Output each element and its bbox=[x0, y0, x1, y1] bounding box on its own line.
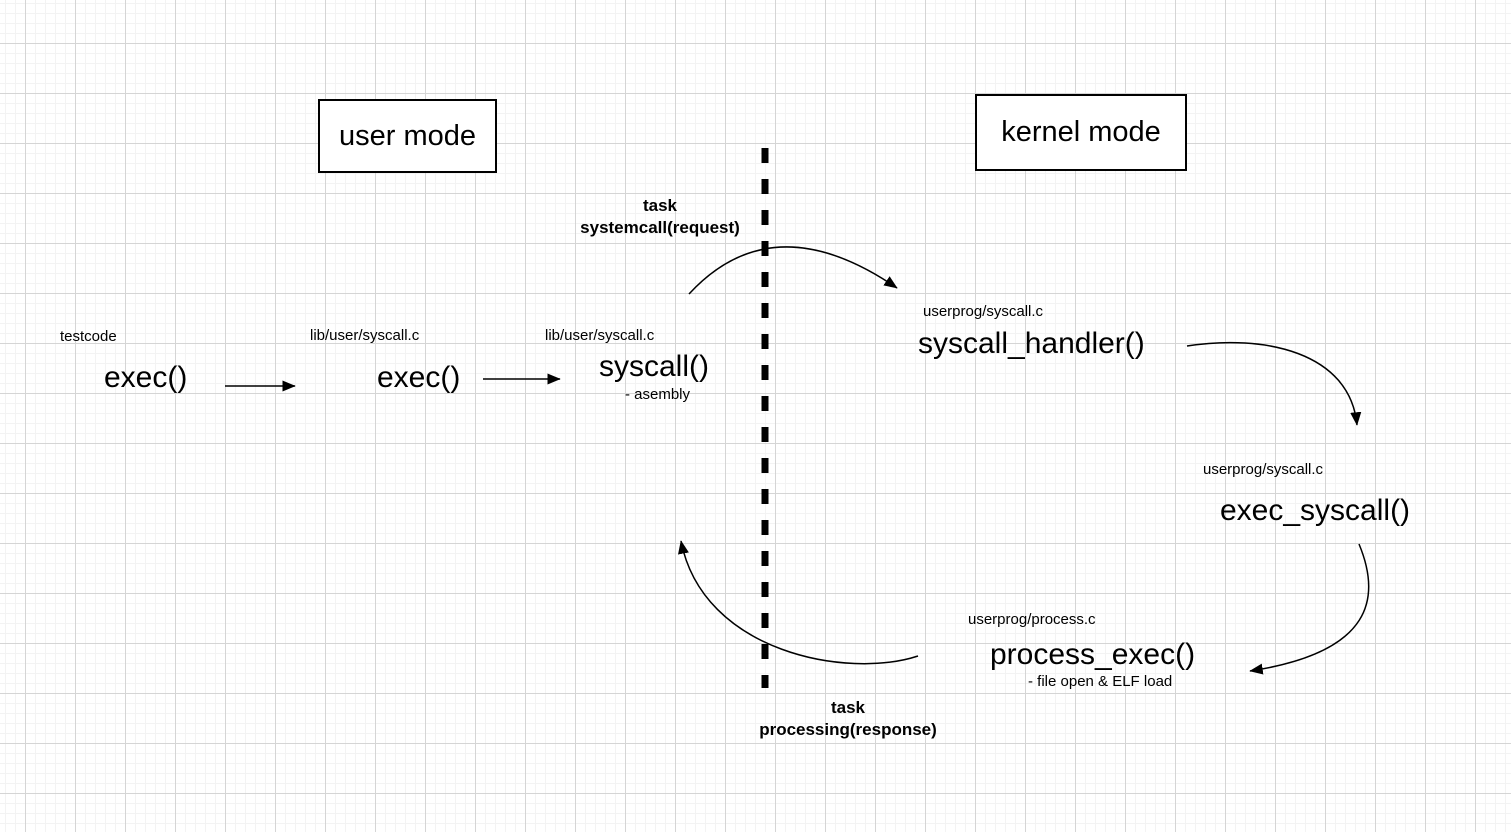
function-exec-lib: exec() bbox=[377, 361, 461, 394]
arrow-handler-to-exec-syscall bbox=[1186, 341, 1362, 426]
file-label-userprog-syscall-1: userprog/syscall.c bbox=[923, 303, 1044, 320]
function-process-exec: process_exec() bbox=[990, 638, 1196, 671]
arrow-process-exec-return bbox=[678, 540, 919, 665]
user-mode-box: user mode bbox=[318, 99, 497, 173]
file-label-testcode: testcode bbox=[60, 328, 117, 345]
arrow-syscall-to-handler bbox=[688, 246, 898, 295]
flow-request-line2: systemcall(request) bbox=[580, 218, 740, 237]
kernel-mode-box: kernel mode bbox=[975, 94, 1187, 171]
flow-response-line2: processing(response) bbox=[759, 720, 937, 739]
file-label-lib-user-syscall-2: lib/user/syscall.c bbox=[545, 327, 655, 344]
flow-label-request: task systemcall(request) bbox=[560, 195, 760, 239]
function-syscall-handler: syscall_handler() bbox=[918, 327, 1145, 360]
kernel-mode-label: kernel mode bbox=[1001, 116, 1161, 148]
function-exec-testcode: exec() bbox=[104, 361, 188, 394]
function-syscall: syscall() bbox=[599, 350, 709, 383]
flow-request-line1: task bbox=[642, 196, 678, 215]
function-exec-syscall: exec_syscall() bbox=[1220, 494, 1411, 527]
file-label-lib-user-syscall-1: lib/user/syscall.c bbox=[310, 327, 420, 344]
file-label-userprog-syscall-2: userprog/syscall.c bbox=[1203, 461, 1324, 478]
flow-response-line1: task bbox=[830, 698, 866, 717]
note-file-open-elf-load: - file open & ELF load bbox=[1028, 673, 1173, 690]
user-mode-label: user mode bbox=[338, 119, 476, 152]
file-label-userprog-process: userprog/process.c bbox=[968, 611, 1096, 628]
note-asembly: - asembly bbox=[625, 386, 691, 403]
arrow-exec-syscall-to-process-exec bbox=[1249, 543, 1370, 675]
flow-label-response: task processing(response) bbox=[738, 697, 958, 741]
